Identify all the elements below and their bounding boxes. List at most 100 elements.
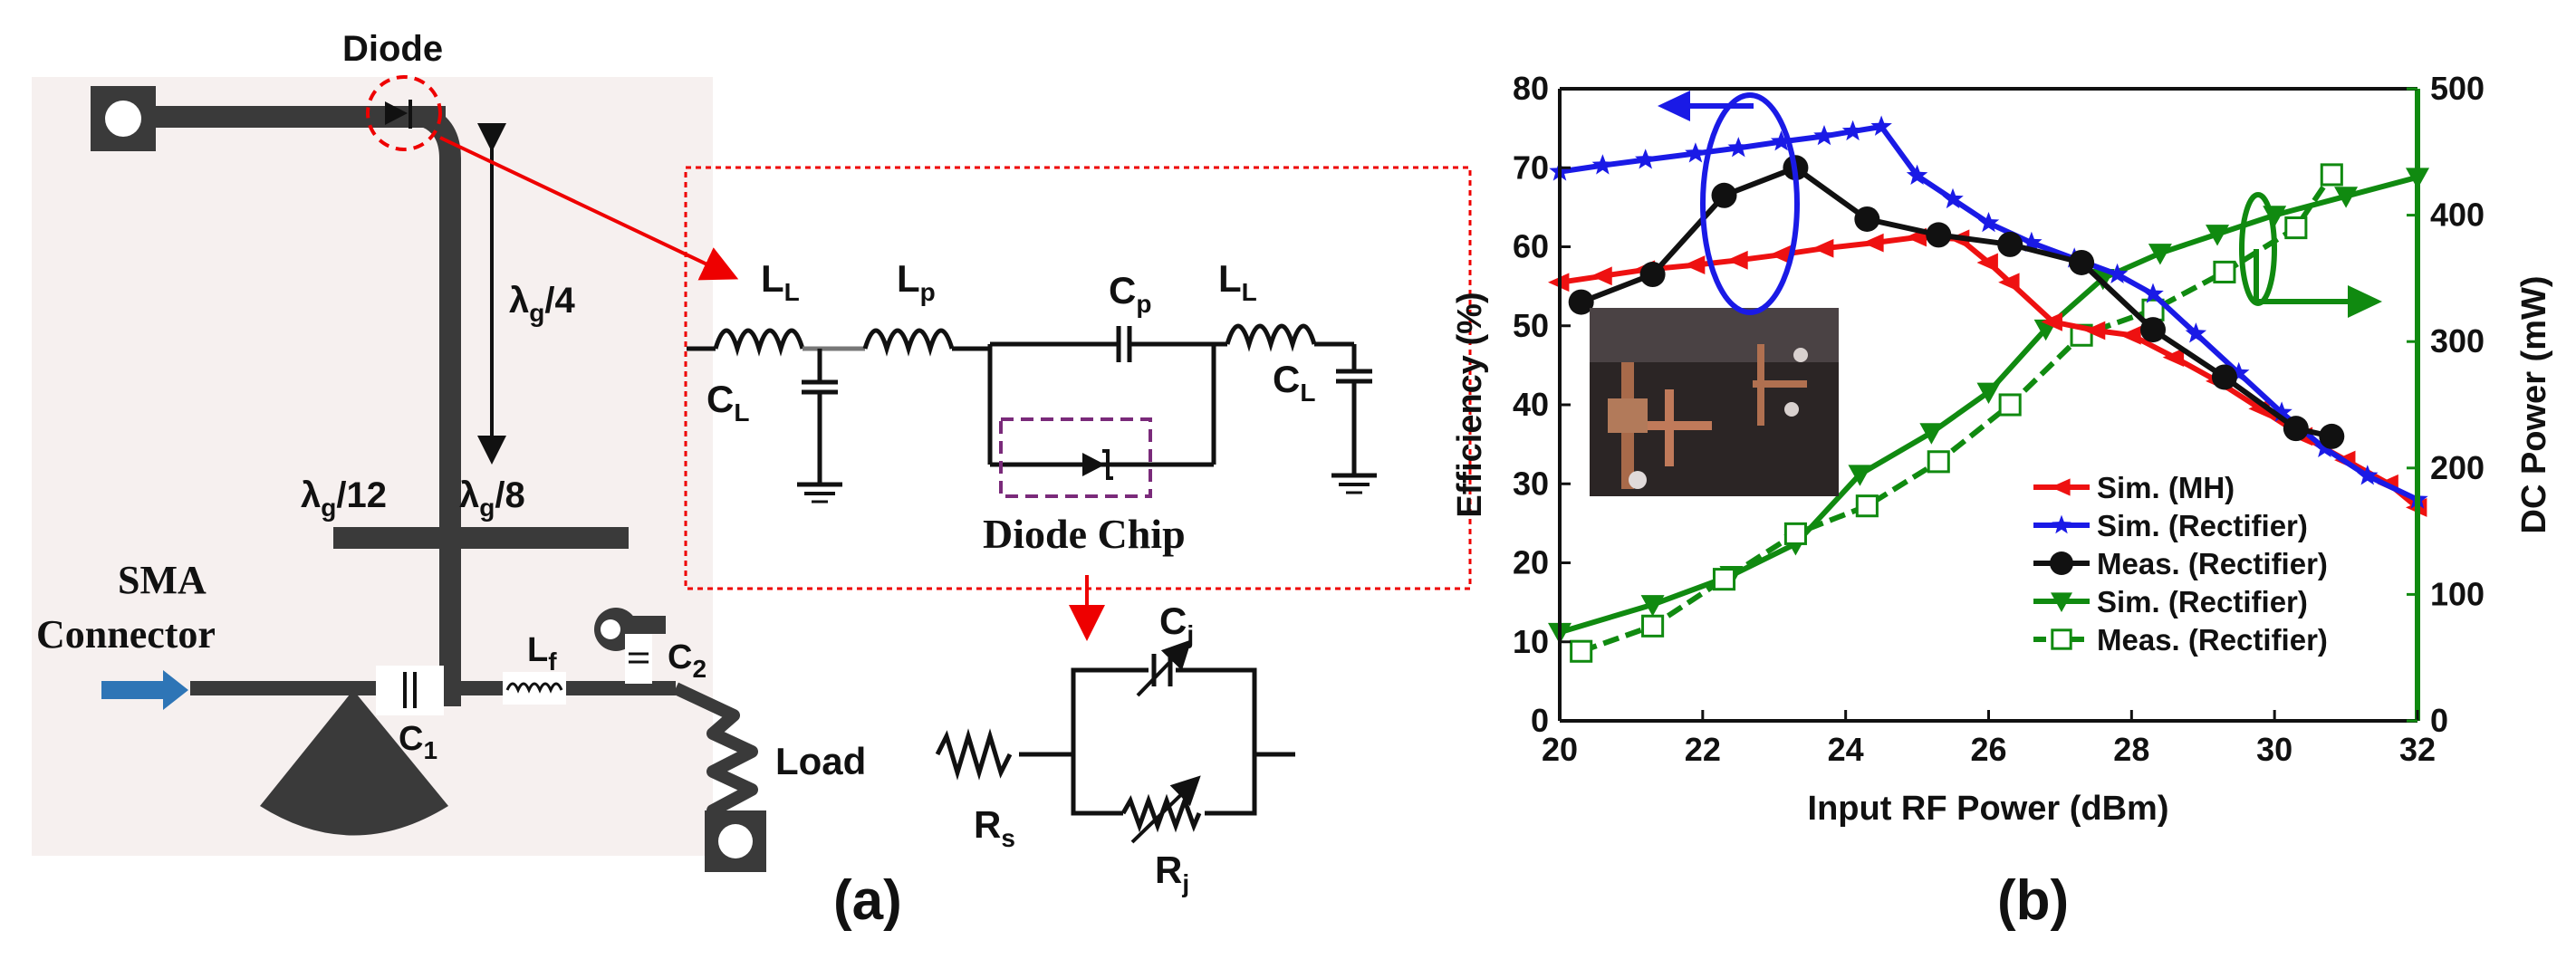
circuit-box (684, 166, 1472, 590)
bottom-pad-hole (718, 824, 753, 858)
sma-label-line2: Connector (36, 612, 216, 657)
x-tick-label: 32 (2399, 731, 2436, 768)
photo-output-line (1753, 380, 1807, 388)
photo-load-line (1757, 344, 1764, 426)
left-stub (333, 527, 449, 549)
data-point (2051, 592, 2072, 612)
chart-marks (1548, 115, 2429, 663)
c1-label: C1 (399, 720, 437, 764)
top-pad-hole (105, 101, 141, 137)
legend-label: Sim. (Rectifier) (2097, 509, 2308, 542)
chip-model-loop (1071, 667, 1257, 816)
data-point (2119, 325, 2141, 345)
blue-arrow-head (1658, 91, 1690, 121)
data-point (1855, 494, 1879, 518)
sma-arrow (101, 670, 188, 710)
lambda-8-label: λg/8 (459, 475, 525, 522)
data-point (1976, 382, 2001, 405)
data-point (1639, 262, 1666, 288)
data-point (1591, 154, 1614, 175)
y-right-title: DC Power (mW) (2515, 276, 2553, 534)
radial-stub (260, 690, 448, 836)
data-point (2051, 628, 2072, 650)
data-point (2041, 312, 2062, 331)
cj-variable-arrow (1136, 639, 1192, 697)
y-right-tick-label: 200 (2430, 449, 2485, 486)
cl-label-1: CL (706, 378, 749, 427)
y-left-title: Efficiency (%) (1451, 292, 1489, 517)
rj-variable-arrow (1130, 775, 1201, 844)
panel-a-label: (a) (833, 869, 902, 932)
data-point (1870, 115, 1892, 136)
diode-chip-label: Diode Chip (983, 511, 1186, 557)
data-point (2334, 187, 2359, 208)
cj-label: Cj (1159, 599, 1194, 648)
lf-component (503, 672, 566, 705)
y-left-tick-label: 50 (1513, 307, 1549, 344)
data-point (1906, 164, 1928, 185)
photo-screw-3 (1629, 471, 1647, 489)
data-point (1770, 130, 1793, 151)
chip-diode-bar (1102, 449, 1113, 480)
data-point (1683, 255, 1706, 274)
data-point (1848, 465, 1872, 486)
data-point (2148, 244, 2172, 265)
lambda-12-label: λg/12 (301, 475, 387, 522)
c2-pad-hole (601, 619, 620, 639)
data-point (2357, 465, 2379, 485)
data-point (1726, 250, 1748, 270)
data-point (2185, 322, 2207, 343)
y-left-tick-label: 80 (1513, 70, 1549, 107)
rs-label: Rs (974, 803, 1015, 852)
data-point (2021, 231, 2043, 253)
data-point (1711, 182, 1737, 208)
data-point (2271, 401, 2292, 422)
y-left-tick-label: 20 (1513, 544, 1549, 581)
data-point (1727, 137, 1749, 158)
data-point (2228, 361, 2250, 383)
data-point (1841, 120, 1864, 141)
diode-chip-box (999, 417, 1152, 498)
photo-screw-1 (1793, 348, 1808, 362)
x-title: Input RF Power (dBm) (1808, 790, 2169, 828)
panel-b-label: (b) (1997, 869, 2069, 932)
vertical-line (420, 106, 461, 706)
equivalent-circuit: LL Lp Cp LL CL CL Diode Chip (684, 166, 1472, 641)
chip-diode-symbol (1082, 453, 1105, 476)
data-point (1685, 142, 1706, 163)
legend-label: Sim. (Rectifier) (2097, 585, 2308, 619)
y-right-tick-label: 0 (2430, 702, 2448, 739)
data-point (1783, 522, 1807, 545)
data-point (1997, 231, 2023, 257)
data-point (2106, 263, 2129, 283)
data-point (2162, 348, 2185, 368)
data-point (2319, 423, 2345, 449)
data-point (1568, 289, 1594, 315)
ll-label-1: LL (761, 257, 800, 306)
y-right-tick-label: 500 (2430, 70, 2485, 107)
rj-label: Rj (1155, 849, 1189, 897)
data-point (2051, 478, 2071, 496)
data-point (2211, 364, 2237, 390)
data-point (1919, 423, 1944, 445)
ll-inductor-1 (713, 328, 805, 357)
y-left-tick-label: 0 (1531, 702, 1549, 739)
data-point (1854, 206, 1880, 232)
ll-inductor-2 (1225, 323, 1317, 352)
layout-panel: Diode λg/4 λg/12 λg/8 SMA Connector C1 L… (32, 29, 866, 872)
data-point (1942, 187, 1964, 209)
diode-label: Diode (342, 29, 443, 69)
data-point (2206, 225, 2230, 246)
y-left-tick-label: 70 (1513, 149, 1549, 186)
y-left-tick-label: 10 (1513, 623, 1549, 660)
lambda-4-label: λg/4 (509, 281, 575, 327)
data-point (1976, 253, 1998, 273)
data-point (1977, 212, 2000, 233)
diode-chip-model: Cj Rs Rj (935, 599, 1295, 897)
legend-label: Sim. (MH) (2097, 471, 2235, 504)
data-point (2142, 283, 2164, 303)
data-point (2213, 260, 2236, 283)
